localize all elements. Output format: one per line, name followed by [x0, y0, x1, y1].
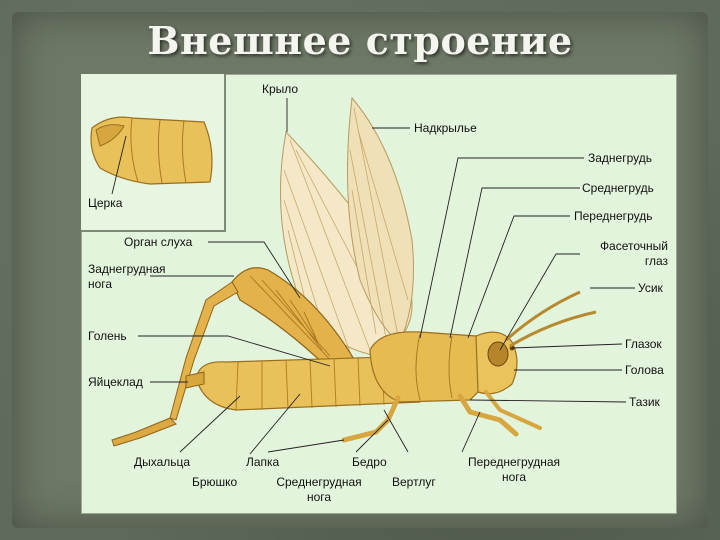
label-srednegrudnaya-2: нога: [306, 490, 332, 504]
label-perednegrud: Переднегрудь: [574, 209, 653, 223]
label-nadkrylye: Надкрылье: [414, 121, 477, 135]
hind-leg: [111, 267, 359, 447]
thorax: [369, 331, 491, 403]
label-bedro: Бедро: [352, 455, 387, 469]
label-krylo: Крыло: [262, 82, 299, 96]
front-leg: [457, 390, 542, 437]
label-yaytseklad: Яйцеклад: [88, 375, 143, 389]
label-zadnegrudnaya-2: нога: [88, 277, 113, 291]
label-srednegrud: Среднегрудь: [582, 181, 654, 195]
label-vertlug: Вертлуг: [392, 475, 436, 489]
label-lapka: Лапка: [246, 455, 280, 469]
abdomen: [185, 355, 426, 411]
label-tazik: Тазик: [629, 395, 660, 409]
head: [475, 331, 518, 395]
label-glazok: Глазок: [625, 337, 662, 351]
label-tserka: Церка: [88, 196, 123, 210]
label-brushko: Брюшко: [192, 475, 238, 489]
label-dykhaltsa: Дыхальца: [134, 455, 191, 469]
label-fasetochny-1: Фасеточный: [599, 239, 668, 253]
label-golova: Голова: [625, 363, 664, 377]
label-fasetochny-2: глаз: [644, 254, 668, 268]
label-perednegrudnaya-1: Переднегрудная: [467, 455, 560, 469]
label-usik: Усик: [638, 281, 663, 295]
slide-title: Внешнее строение: [147, 18, 573, 63]
label-zadnegrudnaya-1: Заднегрудная: [88, 262, 166, 276]
label-srednegrudnaya-1: Среднегрудная: [276, 475, 362, 489]
label-organ-slukha: Орган слуха: [124, 235, 193, 249]
antennae: [505, 290, 597, 348]
inset-abdomen-tip: [90, 116, 213, 185]
leader-lines: [111, 98, 635, 455]
label-zadnegrud: Заднегрудь: [588, 151, 652, 165]
label-golen: Голень: [88, 329, 127, 343]
label-perednegrudnaya-2: нога: [501, 470, 527, 484]
